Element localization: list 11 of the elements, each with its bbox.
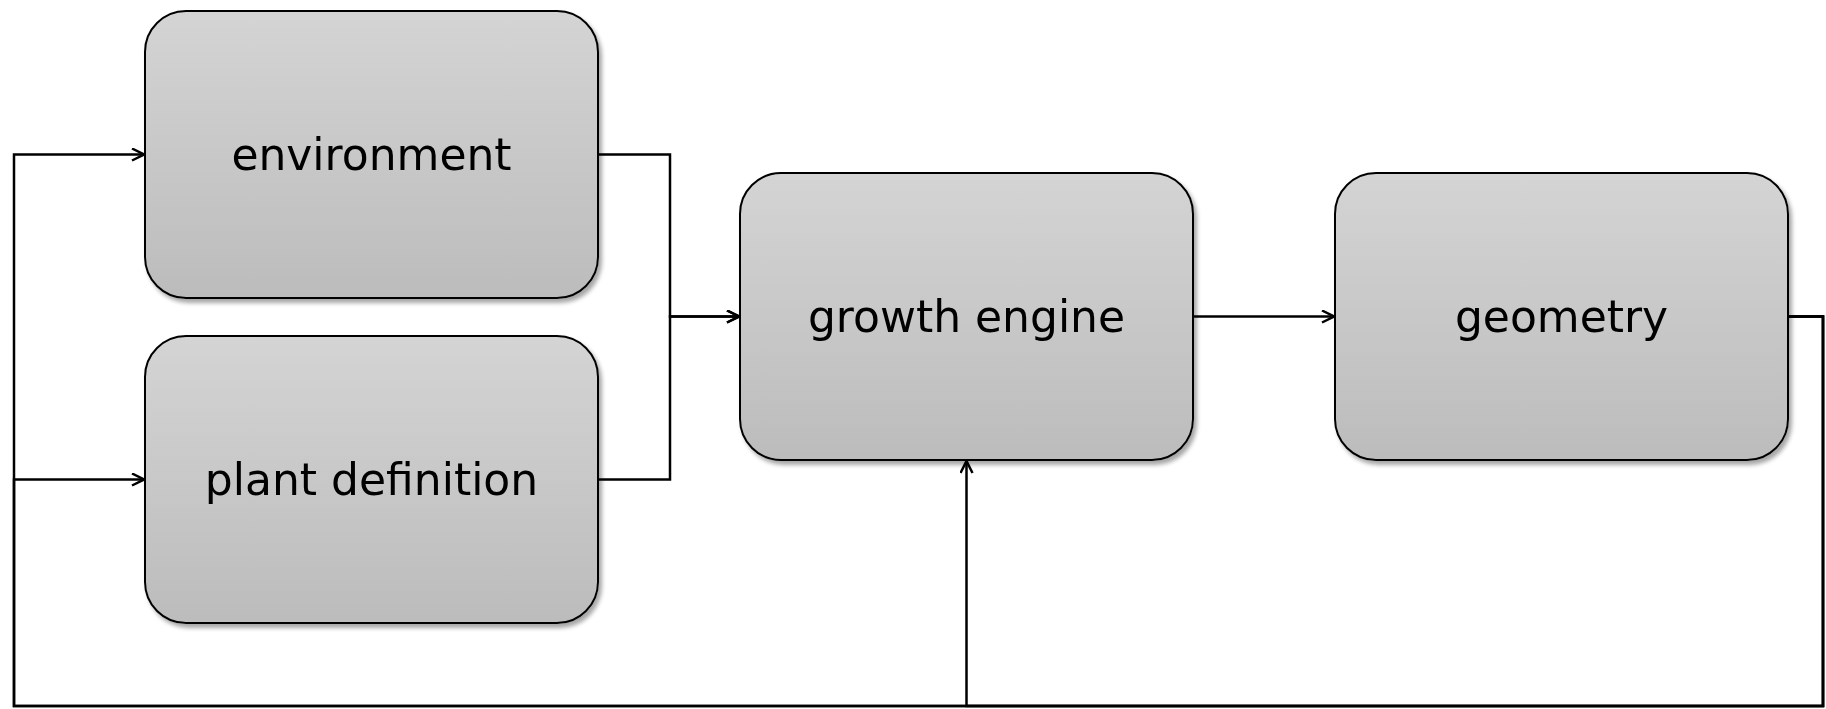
process-box (144, 10, 599, 299)
arrow (599, 309, 741, 481)
process-box (739, 172, 1194, 461)
process-box (1334, 172, 1789, 461)
node-label: geometry (1454, 289, 1669, 344)
process-box (144, 335, 599, 624)
node-label: growth engine (807, 289, 1126, 344)
node-label: plant definition (204, 452, 539, 507)
node-label: environment (231, 127, 512, 182)
arrow (1194, 309, 1336, 324)
arrow (12, 315, 1825, 708)
